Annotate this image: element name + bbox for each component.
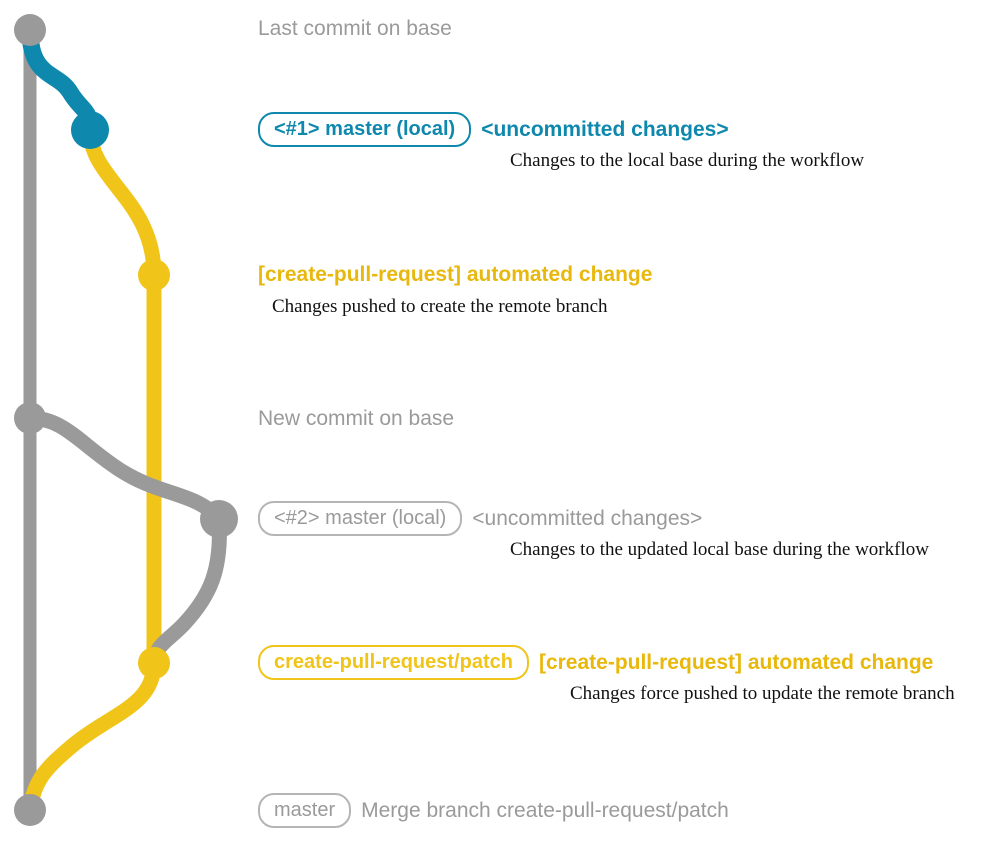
commit-label-new-commit-on-base: New commit on base: [258, 407, 455, 430]
commit-note-patch-1: Changes pushed to create the remote bran…: [272, 296, 608, 317]
commit-node-local-2[interactable]: [200, 500, 238, 538]
branch-badge-master-local-1[interactable]: <#1> master (local): [258, 112, 472, 147]
commit-node-patch-2[interactable]: [138, 647, 170, 679]
commit-subject-automated-change-2: [create-pull-request] automated change: [538, 650, 934, 674]
patch-merge-line: [22, 655, 162, 818]
commit-row-local-2: <#2> master (local) <uncommitted changes…: [258, 501, 702, 536]
commit-subject-merge-branch: Merge branch create-pull-request/patch: [361, 798, 729, 822]
commit-row-merge: master Merge branch create-pull-request/…: [258, 793, 729, 828]
branch-badge-master[interactable]: master: [258, 793, 352, 828]
commit-row-patch-2: create-pull-request/patch [create-pull-r…: [258, 645, 933, 680]
commit-note-local-2: Changes to the updated local base during…: [510, 539, 929, 560]
commit-node-base-3[interactable]: [14, 794, 46, 826]
commit-note-patch-2: Changes force pushed to update the remot…: [570, 683, 955, 704]
commit-label-automated-change-1: [create-pull-request] automated change: [258, 263, 653, 286]
patch-branch-line-upper: [82, 122, 162, 283]
local-to-patch-line: [146, 511, 227, 671]
commit-node-base-2[interactable]: [14, 402, 46, 434]
commit-subject-uncommitted-changes-2: <uncommitted changes>: [472, 506, 703, 530]
branch-badge-create-pull-request-patch[interactable]: create-pull-request/patch: [258, 645, 529, 680]
branch-badge-master-local-2[interactable]: <#2> master (local): [258, 501, 463, 536]
local-branch-line-2: [22, 410, 227, 527]
commit-node-local-1[interactable]: [71, 111, 109, 149]
commit-node-base-1[interactable]: [14, 14, 46, 46]
commit-subject-uncommitted-changes-1: <uncommitted changes>: [481, 117, 729, 141]
commit-node-patch-1[interactable]: [138, 259, 170, 291]
commit-label-last-commit-on-base: Last commit on base: [258, 17, 452, 40]
commit-row-local-1: <#1> master (local) <uncommitted changes…: [258, 112, 729, 147]
commit-note-local-1: Changes to the local base during the wor…: [510, 150, 865, 171]
